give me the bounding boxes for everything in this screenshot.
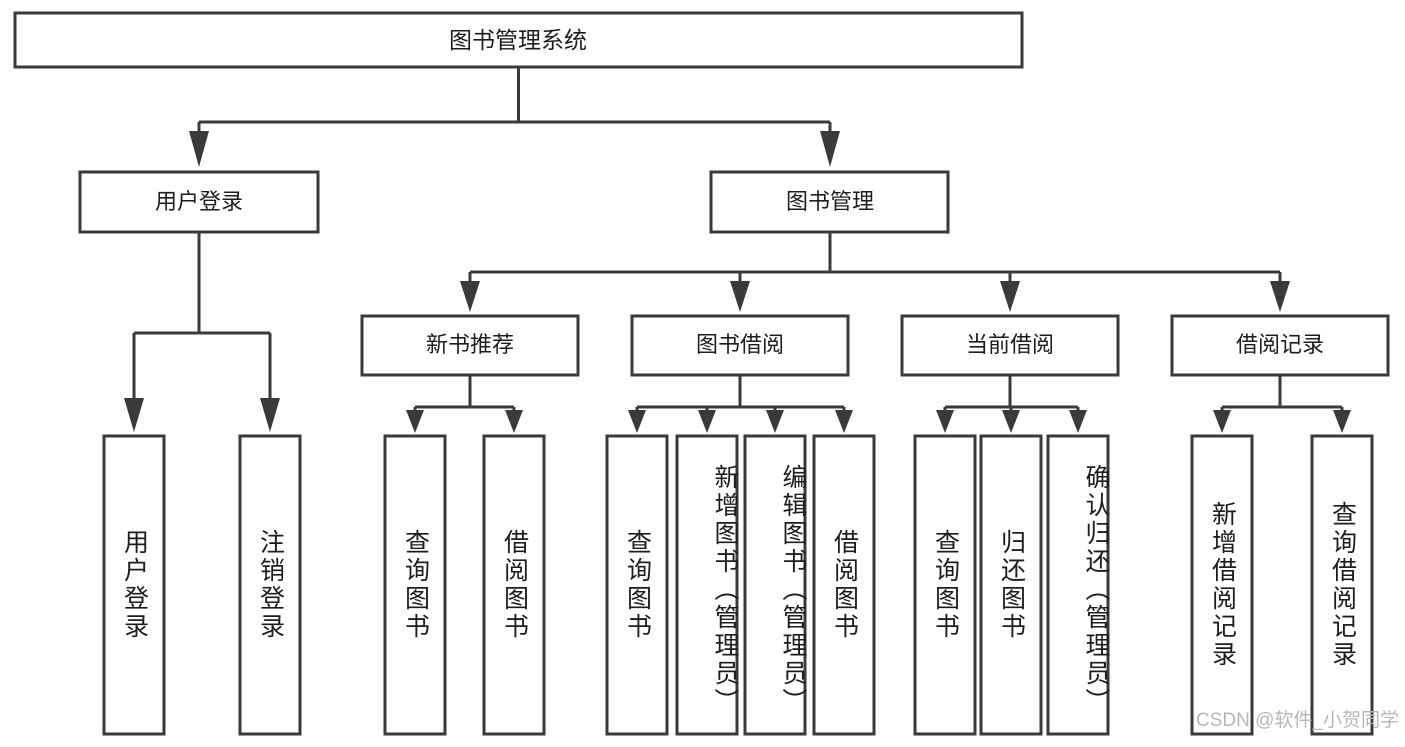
node-borrow-record-box [1170,314,1390,377]
node-current-borrow-box [900,314,1120,377]
node-user-login-label: 用户登录 [155,189,243,214]
arrow-head-book-borrow [730,281,750,312]
leaf-box-edit-book-admin[interactable] [743,434,807,736]
arrow-head-leaf-query-book-borrow [628,410,646,433]
arrow-head-leaf-borrow-book-recommend [505,410,523,433]
leaf-label-add-book-admin: 新增图书（管理员） [711,464,739,716]
leaf-box-query-book-recommend[interactable] [383,434,447,736]
arrow-head-borrow-record [1270,281,1290,312]
node-borrow-record[interactable]: 借阅记录 [1170,314,1390,377]
node-root-label: 图书管理系统 [449,27,587,53]
leaf-label-query-book-current: 查询图书 [931,529,960,641]
leaf-label-confirm-return-admin: 确认归还（管理员） [1082,464,1110,716]
node-new-book-recommend-label: 新书推荐 [426,332,514,357]
leaf-label-add-borrow-record: 新增借阅记录 [1208,501,1237,669]
node-book-borrow-label: 图书借阅 [696,332,784,357]
arrow-head-leaf-query-borrow-record [1333,410,1351,433]
leaf-label-return-book: 归还图书 [997,529,1026,641]
leaf-label-logout: 注销登录 [256,529,285,641]
arrow-head-leaf-add-book-admin [698,410,716,433]
leaf-label-borrow-book: 借阅图书 [830,529,859,641]
arrow-head-leaf-add-borrow-record [1213,410,1231,433]
node-current-borrow-label: 当前借阅 [966,332,1054,357]
leaf-box-query-book-current[interactable] [913,434,977,736]
leaf-box-add-borrow-record[interactable] [1190,434,1254,736]
arrow-head-leaf-query-book-recommend [406,410,424,433]
node-user-login[interactable]: 用户登录 [78,170,320,234]
arrow-head-leaf-confirm-return-admin [1069,410,1087,433]
arrow-head-new-book-recommend [460,281,480,312]
arrow-head-current-borrow [1000,281,1020,312]
leaf-label-user-login: 用户登录 [120,529,149,641]
leaf-box-layer [102,434,1374,736]
arrow-head-book-management [820,131,840,167]
csdn-watermark: CSDN @软件_小贺同学 [1196,710,1399,731]
leaf-box-logout[interactable] [238,434,302,736]
leaf-label-query-book-borrow: 查询图书 [623,529,652,641]
node-book-management-label: 图书管理 [786,189,874,214]
leaf-box-add-book-admin[interactable] [675,434,739,736]
node-new-book-recommend[interactable]: 新书推荐 [360,314,580,377]
leaf-box-confirm-return-admin[interactable] [1046,434,1110,736]
node-book-borrow-box [630,314,850,377]
leaf-box-user-login[interactable] [102,434,166,736]
node-new-book-recommend-box [360,314,580,377]
node-borrow-record-label: 借阅记录 [1236,332,1324,357]
arrow-head-leaf-borrow-book [835,410,853,433]
arrow-head-leaf-logout [260,398,280,432]
leaf-box-query-book-borrow[interactable] [605,434,669,736]
arrow-head-leaf-user-login [124,398,144,432]
leaf-label-query-borrow-record: 查询借阅记录 [1328,501,1357,669]
leaf-label-edit-book-admin: 编辑图书（管理员） [779,464,807,716]
node-current-borrow[interactable]: 当前借阅 [900,314,1120,377]
leaf-box-return-book[interactable] [979,434,1043,736]
node-root[interactable]: 图书管理系统 [13,11,1024,69]
leaf-box-borrow-book-recommend[interactable] [482,434,546,736]
arrow-head-leaf-edit-book-admin [766,410,784,433]
leaf-box-query-borrow-record[interactable] [1310,434,1374,736]
arrow-head-user-login [189,131,209,167]
node-root-box [13,11,1024,69]
arrow-head-leaf-return-book [1002,410,1020,433]
node-book-management[interactable]: 图书管理 [709,170,950,234]
node-user-login-box [78,170,320,234]
leaf-box-borrow-book[interactable] [812,434,876,736]
leaf-label-borrow-book-recommend: 借阅图书 [500,529,529,641]
leaf-label-query-book-recommend: 查询图书 [401,529,430,641]
node-book-management-box [709,170,950,234]
arrow-head-leaf-query-book-current [936,410,954,433]
node-book-borrow[interactable]: 图书借阅 [630,314,850,377]
connector-layer [124,67,1351,433]
